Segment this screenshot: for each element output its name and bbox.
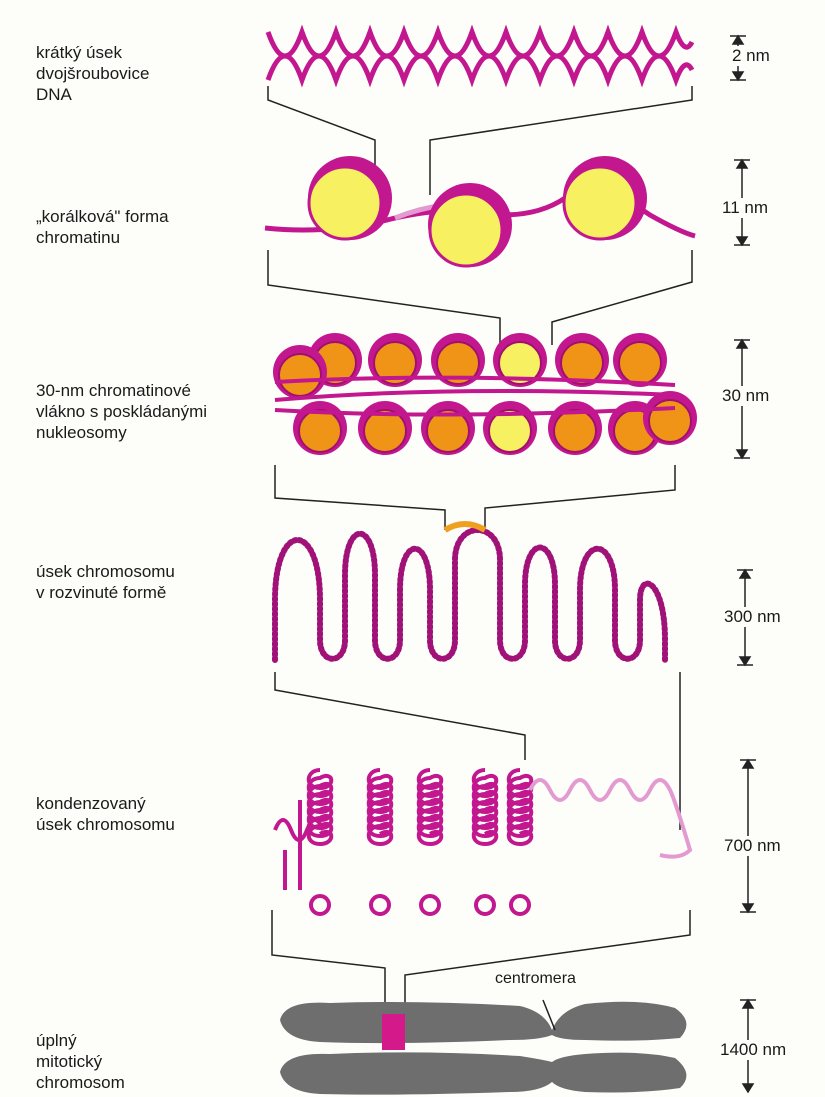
centromere-label: centromera bbox=[495, 970, 576, 988]
scale-label-700nm: 700 nm bbox=[722, 836, 783, 856]
dna-double-helix bbox=[268, 32, 692, 80]
label-30nm-fiber: 30-nm chromatinové vlákno s poskládanými… bbox=[36, 380, 207, 443]
nucleosome bbox=[358, 401, 412, 455]
nucleosome bbox=[273, 345, 327, 399]
nucleosome bbox=[643, 391, 697, 445]
scale-label-2nm: 2 nm bbox=[730, 46, 772, 66]
chromatin-fiber-30nm bbox=[273, 333, 697, 455]
condensed-coil bbox=[474, 770, 497, 844]
scale-label-1400nm: 1400 nm bbox=[718, 1040, 788, 1060]
condensed-coil bbox=[369, 770, 392, 844]
label-condensed-section: kondenzovaný úsek chromosomu bbox=[36, 793, 175, 835]
label-dna-helix: krátký úsek dvojšroubovice DNA bbox=[36, 42, 149, 105]
scale-label-30nm: 30 nm bbox=[720, 386, 771, 406]
condensed-coil-end bbox=[371, 896, 389, 914]
condensed-coil bbox=[309, 770, 332, 844]
nucleosome bbox=[293, 401, 347, 455]
extended-chromosome-loops bbox=[275, 524, 665, 662]
condensed-coil-end bbox=[311, 896, 329, 914]
mitotic-chromosome bbox=[280, 1000, 686, 1095]
nucleosome bbox=[613, 333, 667, 387]
nucleosome-bead bbox=[563, 156, 647, 240]
label-beads-on-string: „korálková" forma chromatinu bbox=[36, 206, 169, 248]
condensed-chromosome-section bbox=[275, 770, 690, 914]
connector-3 bbox=[275, 465, 675, 530]
connector-5 bbox=[272, 910, 690, 1012]
scale-label-11nm: 11 nm bbox=[720, 198, 770, 218]
nucleosome-bead bbox=[428, 183, 512, 267]
nucleosome bbox=[548, 401, 602, 455]
beads-on-string bbox=[265, 156, 695, 267]
scale-bars bbox=[730, 36, 756, 1092]
label-mitotic-chromosome: úplný mitotický chromosom bbox=[36, 1030, 125, 1093]
centromere-band bbox=[382, 1014, 405, 1050]
label-extended-section: úsek chromosomu v rozvinuté formě bbox=[36, 561, 175, 603]
condensed-coil-end bbox=[476, 896, 494, 914]
condensed-coil bbox=[509, 770, 532, 844]
nucleosome bbox=[483, 401, 537, 455]
scale-label-300nm: 300 nm bbox=[722, 607, 783, 627]
condensed-coil-end bbox=[421, 896, 439, 914]
nucleosome bbox=[421, 401, 475, 455]
condensed-coil bbox=[419, 770, 442, 844]
nucleosome-bead bbox=[308, 156, 392, 240]
condensed-coil-end bbox=[511, 896, 529, 914]
